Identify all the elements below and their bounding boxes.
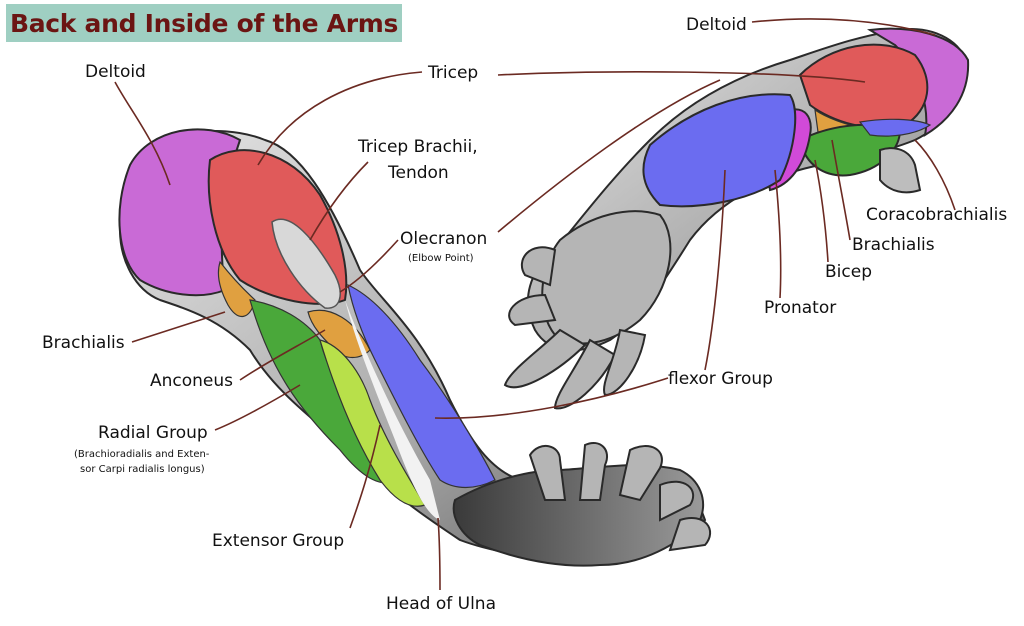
- leader-flexor-right: [704, 169, 726, 371]
- label-brachialis-left: Brachialis: [42, 333, 125, 353]
- label-extensor-group: Extensor Group: [212, 531, 344, 551]
- left-finger-1: [528, 445, 567, 501]
- label-tricep-brachii-2: Tendon: [387, 163, 449, 183]
- left-brachialis-muscle: [217, 260, 256, 317]
- label-head-of-ulna: Head of Ulna: [386, 594, 496, 614]
- label-olecranon-sub: (Elbow Point): [408, 253, 474, 264]
- right-tricep-muscle: [798, 43, 929, 130]
- right-finger-3: [503, 328, 587, 389]
- leader-coracobrachialis: [914, 139, 956, 211]
- left-finger-4: [659, 480, 695, 522]
- label-coracobrachialis: Coracobrachialis: [866, 205, 1007, 225]
- label-radial-group: Radial Group: [98, 423, 208, 443]
- right-arm: [503, 27, 970, 410]
- leader-olecranon: [339, 239, 399, 293]
- label-tricep: Tricep: [427, 63, 478, 83]
- right-flexor-group: [642, 93, 797, 208]
- left-finger-3: [618, 445, 663, 502]
- label-deltoid-right: Deltoid: [686, 15, 747, 35]
- left-finger-2: [578, 442, 608, 501]
- left-finger-5: [668, 517, 711, 552]
- leader-bicep: [814, 159, 829, 263]
- leader-flexor-left: [434, 377, 669, 419]
- leader-radial: [214, 384, 301, 431]
- right-finger-4: [553, 338, 617, 410]
- right-coracobrachialis-muscle: [858, 118, 932, 137]
- leader-tricep-left: [257, 71, 423, 166]
- label-radial-sub-1: (Brachioradialis and Exten-: [74, 449, 210, 460]
- label-radial-sub-2: sor Carpi radialis longus): [80, 464, 205, 475]
- leader-ulna: [437, 517, 441, 591]
- leader-olecranon-right: [497, 79, 721, 233]
- label-bicep: Bicep: [825, 262, 872, 282]
- labels: Deltoid Tricep Deltoid Tricep Brachii, T…: [42, 15, 1007, 614]
- leader-lines: [114, 18, 956, 591]
- right-finger-2: [508, 293, 557, 327]
- left-arm: [118, 128, 711, 567]
- label-olecranon: Olecranon: [400, 229, 487, 249]
- label-pronator: Pronator: [764, 298, 836, 318]
- left-ulna-highlight: [345, 300, 440, 520]
- page-title: Back and Inside of the Arms: [9, 8, 399, 38]
- leader-tricep-right: [497, 71, 866, 83]
- right-finger-5: [603, 328, 647, 397]
- label-tricep-brachii-1: Tricep Brachii,: [357, 137, 478, 157]
- left-anconeus-muscle: [307, 309, 371, 359]
- right-hand: [541, 210, 672, 345]
- label-anconeus: Anconeus: [150, 371, 233, 391]
- leader-brachialis-right: [831, 139, 851, 241]
- leader-tricep-brachii: [309, 161, 369, 241]
- left-flexor-group: [347, 283, 496, 489]
- left-tricep-tendon: [271, 218, 341, 309]
- label-flexor-group: flexor Group: [668, 369, 773, 389]
- leader-pronator: [774, 169, 782, 299]
- leader-anconeus: [239, 329, 326, 381]
- title-banner: Back and Inside of the Arms: [6, 4, 402, 42]
- leader-extensor: [349, 424, 381, 529]
- leader-deltoid-left: [114, 81, 171, 186]
- label-brachialis-right: Brachialis: [852, 235, 935, 255]
- leader-deltoid-right: [751, 18, 936, 36]
- leader-brachialis-left: [131, 311, 226, 343]
- right-finger-1: [520, 246, 557, 287]
- right-shoulder-stub: [879, 147, 922, 194]
- label-deltoid-left: Deltoid: [85, 62, 146, 82]
